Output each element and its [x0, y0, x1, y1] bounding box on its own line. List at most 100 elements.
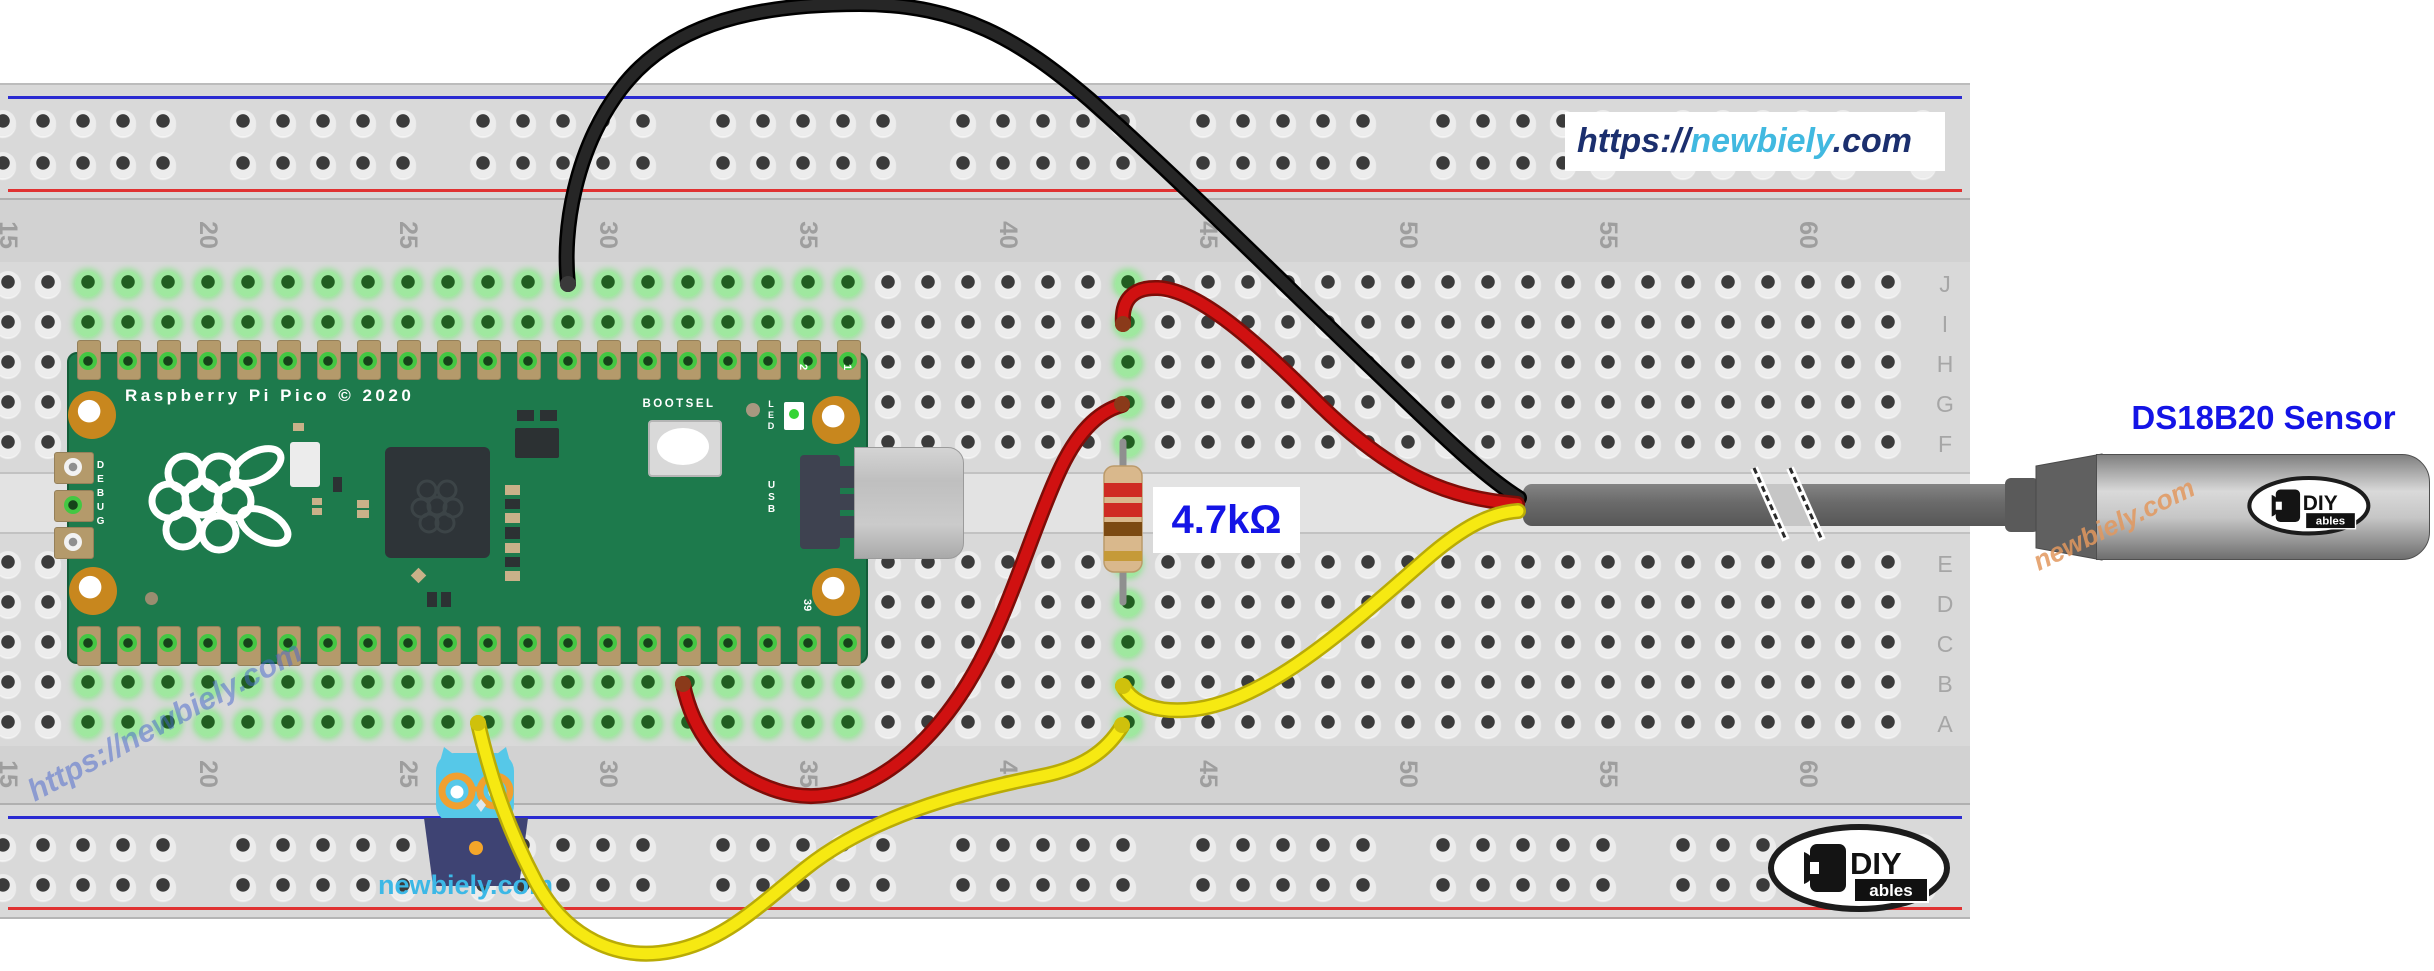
breadboard-hole	[1875, 551, 1901, 577]
breadboard-hole	[1315, 711, 1341, 737]
row-label: H	[1936, 351, 1954, 377]
breadboard-hole	[310, 834, 336, 860]
breadboard-hole	[270, 834, 296, 860]
breadboard-hole	[1030, 110, 1056, 136]
breadboard-hole-connected	[515, 311, 541, 337]
breadboard-hole	[1710, 874, 1736, 900]
breadboard-hole	[1835, 271, 1861, 297]
breadboard-hole	[270, 874, 296, 900]
breadboard-hole	[1635, 311, 1661, 337]
breadboard-hole	[1235, 391, 1261, 417]
breadboard-hole	[1035, 671, 1061, 697]
breadboard-hole	[1875, 711, 1901, 737]
breadboard-hole	[1755, 351, 1781, 377]
breadboard-hole-connected	[795, 711, 821, 737]
component	[517, 410, 534, 421]
component	[505, 543, 520, 553]
breadboard-hole-connected	[675, 711, 701, 737]
breadboard-hole-connected	[795, 671, 821, 697]
breadboard-hole	[1635, 391, 1661, 417]
breadboard-hole	[1155, 431, 1181, 457]
breadboard-hole	[1230, 834, 1256, 860]
mounting-hole	[812, 568, 860, 616]
usb-label: USB	[766, 480, 777, 516]
breadboard-hole	[390, 110, 416, 136]
breadboard-hole	[1350, 874, 1376, 900]
breadboard-hole	[1195, 431, 1221, 457]
breadboard-hole-connected	[275, 271, 301, 297]
breadboard-hole	[470, 152, 496, 178]
breadboard-hole	[1675, 671, 1701, 697]
breadboard-hole	[35, 671, 61, 697]
pico-pin-pad	[399, 352, 417, 370]
breadboard-hole	[550, 110, 576, 136]
debug-label: DEBUG	[95, 460, 106, 530]
breadboard-hole	[1550, 874, 1576, 900]
breadboard-hole-connected	[555, 311, 581, 337]
breadboard-hole-connected	[595, 311, 621, 337]
breadboard-hole-connected	[115, 671, 141, 697]
bootsel-label: BOOTSEL	[642, 398, 716, 410]
breadboard-hole	[1110, 152, 1136, 178]
breadboard-hole	[510, 152, 536, 178]
breadboard-hole-connected	[115, 311, 141, 337]
breadboard-hole	[1155, 551, 1181, 577]
breadboard-hole	[1355, 631, 1381, 657]
breadboard-hole	[1715, 351, 1741, 377]
breadboard-hole	[1035, 351, 1061, 377]
breadboard-hole	[1795, 271, 1821, 297]
breadboard-hole	[0, 311, 21, 337]
breadboard-hole	[35, 631, 61, 657]
breadboard-hole	[1475, 351, 1501, 377]
breadboard-hole	[0, 551, 21, 577]
breadboard-hole-connected	[275, 671, 301, 697]
breadboard-hole	[1395, 591, 1421, 617]
breadboard-hole	[1035, 391, 1061, 417]
breadboard-hole	[270, 110, 296, 136]
breadboard-hole	[1715, 711, 1741, 737]
breadboard-hole	[470, 110, 496, 136]
breadboard-hole	[1275, 551, 1301, 577]
breadboard-hole-connected	[835, 711, 861, 737]
breadboard-hole-connected	[1115, 711, 1141, 737]
pico-pin-pad	[719, 352, 737, 370]
breadboard-hole	[1275, 391, 1301, 417]
breadboard-hole	[1035, 311, 1061, 337]
breadboard-hole-connected	[555, 271, 581, 297]
breadboard-hole	[1555, 711, 1581, 737]
breadboard-hole	[1470, 834, 1496, 860]
breadboard-hole	[955, 311, 981, 337]
breadboard-hole	[1190, 152, 1216, 178]
breadboard-hole	[1835, 631, 1861, 657]
breadboard-hole-connected	[155, 711, 181, 737]
breadboard-hole	[1355, 351, 1381, 377]
breadboard-hole	[1795, 351, 1821, 377]
breadboard-hole	[870, 874, 896, 900]
breadboard-hole	[1755, 311, 1781, 337]
pico-pin-pad	[839, 634, 857, 652]
breadboard-hole	[1475, 431, 1501, 457]
breadboard-hole	[310, 110, 336, 136]
breadboard-hole	[875, 351, 901, 377]
breadboard-hole-connected	[235, 311, 261, 337]
breadboard-hole	[30, 110, 56, 136]
breadboard-hole	[1395, 631, 1421, 657]
breadboard-hole	[990, 110, 1016, 136]
pico-pin-pad	[639, 634, 657, 652]
breadboard-hole	[1435, 631, 1461, 657]
breadboard-hole-connected	[1115, 391, 1141, 417]
breadboard-hole-connected	[755, 671, 781, 697]
breadboard-hole	[0, 152, 16, 178]
breadboard-hole	[1715, 431, 1741, 457]
breadboard-hole-connected	[715, 671, 741, 697]
pico-pin-pad	[599, 634, 617, 652]
breadboard-hole-connected	[315, 711, 341, 737]
raspberry-pi-logo	[148, 445, 292, 554]
breadboard-hole	[150, 874, 176, 900]
column-label: 55	[1594, 760, 1622, 788]
breadboard-hole-connected	[675, 671, 701, 697]
breadboard-hole	[1315, 391, 1341, 417]
breadboard-hole-connected	[635, 671, 661, 697]
led-dot	[789, 409, 799, 419]
breadboard-hole	[1550, 834, 1576, 860]
